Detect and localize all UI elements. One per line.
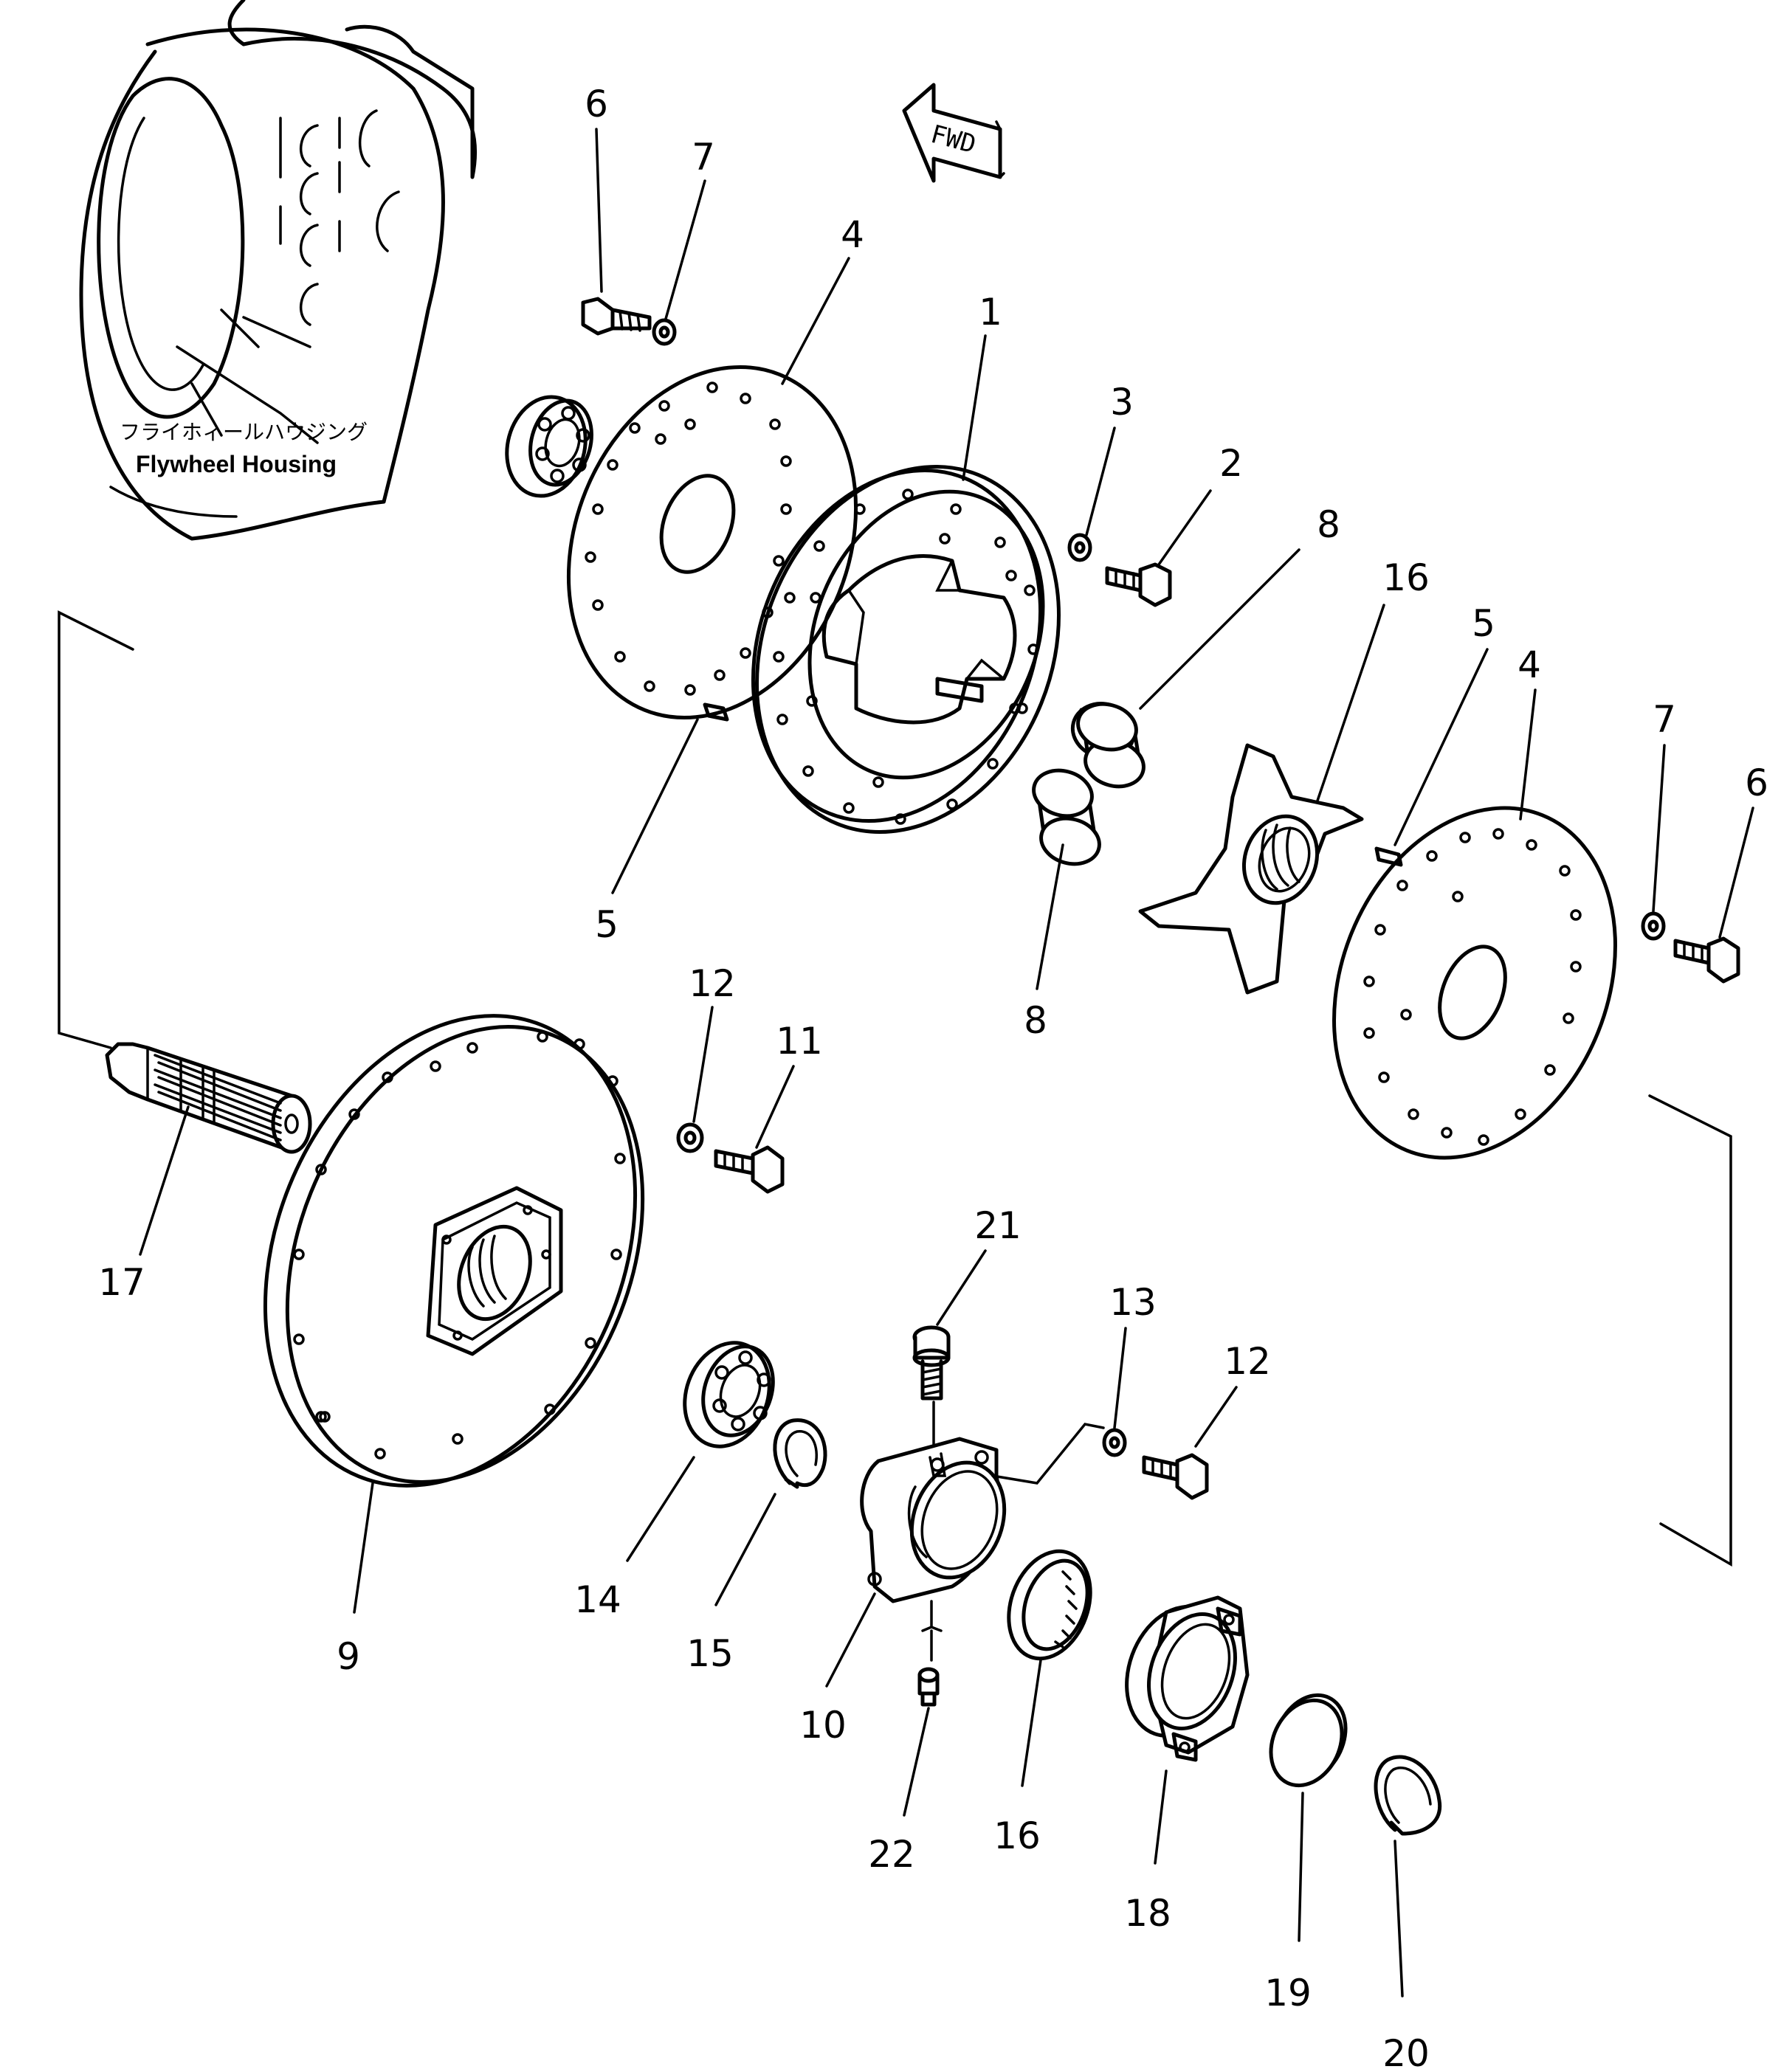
breather-21 bbox=[912, 1325, 951, 1401]
plate-4-right bbox=[1332, 806, 1617, 1160]
washer-3 bbox=[1067, 533, 1092, 562]
callout-22: 22 bbox=[868, 1833, 915, 1876]
washer-7-right bbox=[1641, 911, 1666, 941]
spider-16 bbox=[1138, 743, 1364, 995]
fwd-arrow-icon: FWD bbox=[902, 83, 1005, 183]
callout-8-upper: 8 bbox=[1317, 503, 1340, 546]
callout-11-upper: 11 bbox=[776, 1020, 823, 1063]
washer-7-upper bbox=[652, 318, 677, 346]
bolt-11-upper bbox=[714, 1145, 785, 1194]
bearing-housing-10 bbox=[860, 1437, 1007, 1603]
callout-5-left: 5 bbox=[595, 903, 619, 946]
snap-ring-14 bbox=[773, 1418, 827, 1489]
callout-2: 2 bbox=[1219, 442, 1243, 485]
callout-9: 9 bbox=[337, 1635, 360, 1678]
oil-seal-15 bbox=[1007, 1549, 1092, 1661]
callout-16: 16 bbox=[1382, 556, 1430, 599]
callout-labels: 6 7 4 1 3 2 8 16 5 4 7 6 5 8 12 11 17 21… bbox=[98, 83, 1768, 2072]
callout-21: 21 bbox=[974, 1204, 1022, 1247]
flywheel-9 bbox=[263, 1014, 645, 1488]
bolt-6-upper bbox=[581, 297, 652, 336]
bearing-13 bbox=[683, 1341, 775, 1448]
callout-6-upper: 6 bbox=[585, 83, 608, 125]
callout-8-lower: 8 bbox=[1024, 999, 1047, 1042]
pin-5-upper bbox=[703, 702, 729, 722]
cap-19 bbox=[1269, 1693, 1348, 1788]
flywheel-housing: フライホィールハウジング Flywheel Housing bbox=[79, 0, 478, 541]
callout-14: 15 bbox=[686, 1632, 734, 1675]
bolt-2 bbox=[1105, 562, 1172, 607]
callout-18: 18 bbox=[1124, 1892, 1171, 1935]
callout-17: 17 bbox=[98, 1261, 145, 1304]
callout-12-upper: 12 bbox=[689, 962, 736, 1005]
callout-20: 20 bbox=[1382, 2032, 1430, 2072]
callout-4-upper: 4 bbox=[841, 213, 864, 256]
callout-3: 3 bbox=[1110, 381, 1134, 424]
fwd-text: FWD bbox=[928, 120, 979, 160]
housing-label-jp: フライホィールハウジング bbox=[120, 420, 368, 444]
cushion-8-upper bbox=[1070, 702, 1146, 789]
cushion-8-lower bbox=[1032, 768, 1101, 866]
cover-18 bbox=[1125, 1595, 1250, 1762]
callout-5-right: 5 bbox=[1472, 602, 1495, 645]
washer-12-upper bbox=[676, 1122, 704, 1153]
callout-1: 1 bbox=[979, 291, 1002, 334]
callout-7-upper: 7 bbox=[692, 136, 715, 179]
bolt-11-lower bbox=[1142, 1453, 1209, 1500]
section-bracket-right bbox=[1648, 1094, 1732, 1567]
callout-11-lower: 12 bbox=[1224, 1340, 1271, 1383]
bolt-6-right bbox=[1673, 936, 1740, 984]
callout-4-right: 4 bbox=[1518, 643, 1541, 686]
callout-6-right: 6 bbox=[1745, 762, 1768, 804]
bearing-upper bbox=[505, 395, 593, 498]
callout-12-lower: 13 bbox=[1109, 1281, 1157, 1324]
pin-5-right bbox=[1374, 846, 1403, 867]
section-bracket-left bbox=[58, 610, 134, 1049]
callout-7-right: 7 bbox=[1653, 698, 1676, 741]
callout-10: 10 bbox=[799, 1704, 847, 1747]
callout-13: 14 bbox=[574, 1578, 621, 1621]
washer-12-lower bbox=[1102, 1428, 1127, 1457]
leader-lines bbox=[139, 128, 1754, 1997]
shaft-17 bbox=[105, 1042, 312, 1154]
callout-19: 19 bbox=[1264, 1972, 1312, 2014]
grease-fitting-22 bbox=[917, 1667, 940, 1707]
callout-15: 16 bbox=[993, 1814, 1041, 1857]
snap-ring-20 bbox=[1374, 1755, 1442, 1836]
plate-4-upper bbox=[566, 365, 858, 719]
housing-label-en: Flywheel Housing bbox=[136, 451, 337, 477]
